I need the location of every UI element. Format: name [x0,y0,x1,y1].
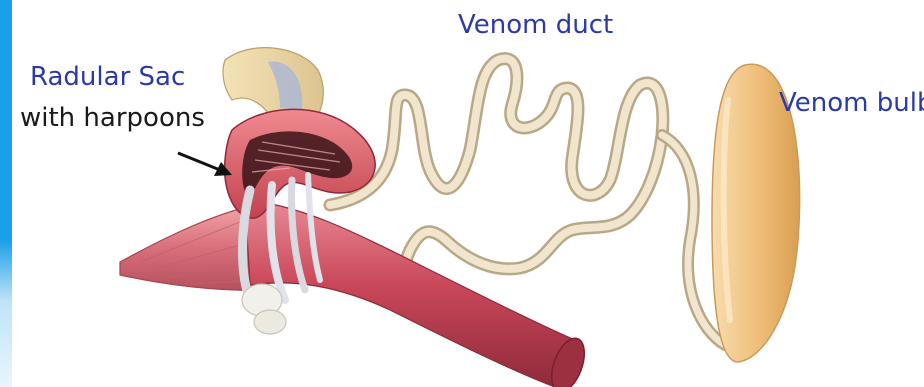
pharynx-tube [245,200,591,387]
label-radular-sac: Radular Sac [30,62,185,92]
label-with-harpoons: with harpoons [20,103,205,133]
label-venom-duct: Venom duct [458,10,613,40]
white-nodule [242,284,286,334]
label-venom-bulb: Venom bulb [779,88,924,118]
